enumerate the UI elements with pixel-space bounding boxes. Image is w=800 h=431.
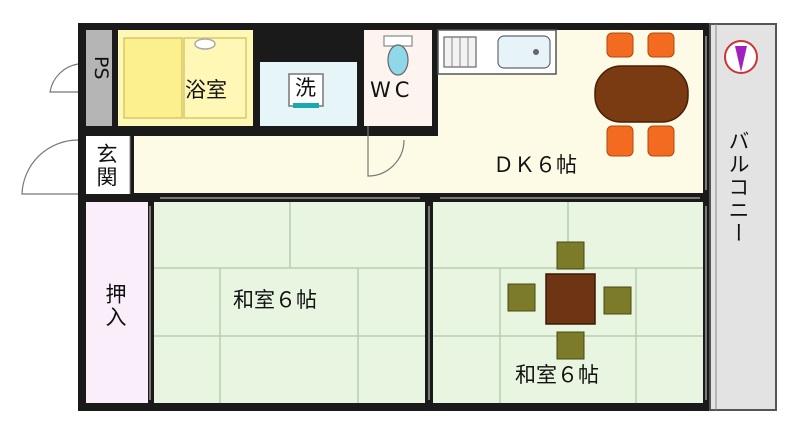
wc-door-swing (367, 126, 405, 177)
bathtub (123, 37, 183, 119)
entrance-label: 玄関 (94, 143, 118, 189)
ps-area (86, 30, 112, 126)
entrance-area (86, 136, 130, 194)
washer-label: 洗 (295, 76, 316, 100)
zabuton (603, 286, 632, 315)
ps-label: PS (90, 56, 112, 80)
closet-label: 押入 (103, 283, 127, 329)
washitsu-right-label: 和室６帖 (515, 363, 599, 387)
dk-chair (606, 32, 634, 58)
dk-label: ＤＫ６帖 (493, 153, 577, 177)
wc-label: WC (370, 78, 414, 102)
dk-chair (647, 125, 675, 157)
balcony-area (709, 23, 777, 411)
low-table (545, 273, 596, 325)
toilet-icon (387, 44, 409, 76)
entrance-door-swing (21, 139, 79, 195)
dk-chair (606, 125, 634, 157)
dk-floor (134, 30, 703, 193)
closet-area (86, 202, 148, 403)
basin-icon (194, 38, 216, 50)
dining-table (594, 65, 689, 123)
sink-icon (497, 35, 551, 69)
ps-door-swing (49, 63, 79, 93)
zabuton (556, 331, 585, 360)
bath-label: 浴室 (185, 78, 227, 102)
balcony-label: バルコニー (726, 130, 750, 245)
washitsu-left-label: 和室６帖 (233, 288, 317, 312)
dk-chair (647, 32, 675, 58)
zabuton (507, 283, 536, 312)
zabuton (556, 241, 585, 270)
